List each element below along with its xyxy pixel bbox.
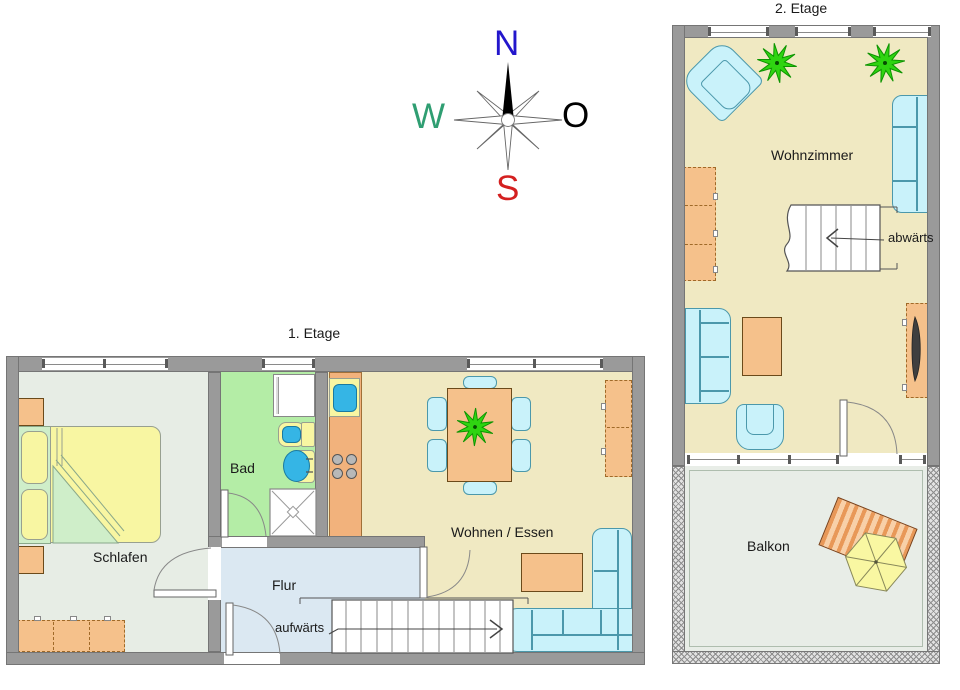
room-label-flur: Flur [272,577,297,593]
dining-chair [511,397,531,431]
wall-segment [927,25,940,466]
washbasin [283,450,310,482]
shelf-cabinet [605,380,632,477]
dining-chair [427,439,447,472]
room-label-wohnen-essen: Wohnen / Essen [451,524,554,540]
bed-mattress [50,426,161,543]
dresser [17,620,125,652]
window [873,26,931,37]
dresser-hinge [70,616,77,621]
window [262,358,315,370]
armchair-seat [746,404,774,435]
compass-west-letter: W [412,97,446,136]
wardrobe-hinge [713,266,718,273]
wall-segment [672,25,685,466]
cabinet-hinge [601,448,606,455]
compass-south-letter: S [496,169,520,208]
floor1-title: 1. Etage [288,325,341,341]
dresser-hinge [34,616,41,621]
door-opening [224,653,280,664]
nightstand [17,546,44,574]
wall-segment [315,372,328,547]
door-opening [208,547,221,600]
compass-rose-icon [453,62,563,171]
window [795,26,851,37]
dining-chair [427,397,447,431]
sideboard-hinge [902,384,907,391]
wardrobe-hinge [713,230,718,237]
bed-pillow [21,489,48,540]
cabinet-hinge [601,403,606,410]
stove-burner [346,468,357,479]
wall-segment [632,356,645,665]
stove-burner [332,454,343,465]
wardrobe [683,167,716,281]
stairs-up-label: aufwärts [275,620,325,635]
wardrobe-hinge [713,193,718,200]
kitchen-sink [333,384,357,412]
dresser-hinge [104,616,111,621]
sofa [892,95,928,213]
room-label-bad: Bad [230,460,255,476]
dining-chair [511,439,531,472]
toilet-seat [282,426,301,443]
room-label-schlafen: Schlafen [93,549,148,565]
coffee-table [742,317,782,376]
wall-segment [6,356,19,665]
wall-segment [208,372,221,652]
compass-east-letter: O [562,96,590,135]
room-label-balkon: Balkon [747,538,790,554]
stairs-down-label: abwärts [888,230,934,245]
tv-sideboard [906,303,928,398]
dining-table [447,388,512,482]
wall-segment [6,652,645,665]
dining-chair [463,481,497,495]
door-opening [222,537,267,547]
balcony-railing [672,651,940,664]
balcony-railing [672,466,685,664]
floor2-title: 2. Etage [775,0,828,16]
room-flur-floor [221,548,425,652]
washing-machine [273,374,315,417]
corner-sofa [505,608,640,652]
window [42,358,168,370]
window [708,26,769,37]
toilet-tank [301,422,315,447]
compass-north-letter: N [494,24,520,63]
window [467,358,603,370]
window-wall [685,453,927,466]
nightstand [17,398,44,426]
room-label-wohnzimmer: Wohnzimmer [771,147,854,163]
coffee-table [521,553,583,592]
bed-pillow [21,431,48,484]
sideboard-hinge [902,319,907,326]
stove-burner [346,454,357,465]
balcony-floor-border [689,470,923,647]
balcony-railing [927,466,940,664]
stove-burner [332,468,343,479]
